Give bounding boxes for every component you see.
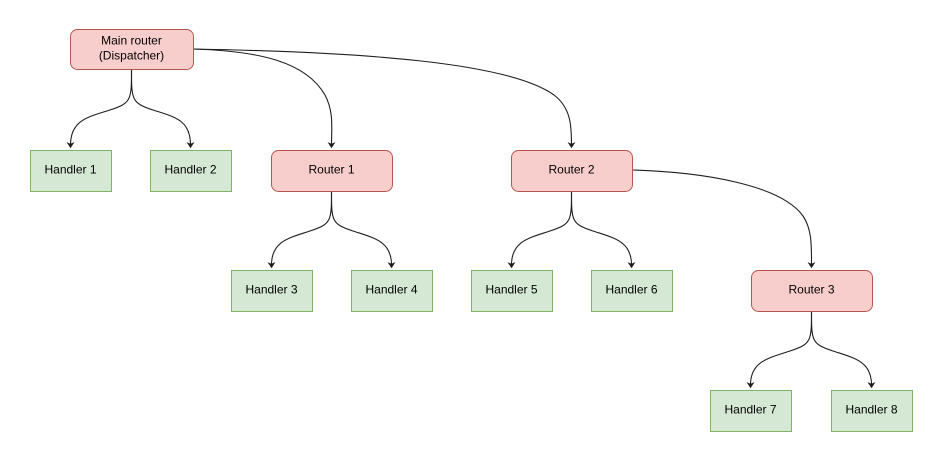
node-shape-router-1[interactable] [271,150,393,192]
edges-layer [66,48,876,389]
node-handler-2[interactable]: Handler 2 [150,150,232,192]
edge-main-router-to-handler-2 [130,68,195,149]
node-router-1[interactable]: Router 1 [271,150,393,192]
node-shape-handler-8[interactable] [831,390,913,432]
node-handler-4[interactable]: Handler 4 [351,270,433,312]
node-shape-handler-5[interactable] [471,270,553,312]
edge-main-router-to-router-2 [192,48,576,149]
edge-router-1-to-handler-4 [330,190,396,269]
edge-main-router-to-router-1 [192,48,336,149]
node-shape-router-2[interactable] [511,150,633,192]
node-shape-handler-2[interactable] [150,150,232,192]
node-router-3[interactable]: Router 3 [751,270,873,312]
node-shape-handler-6[interactable] [591,270,673,312]
node-handler-5[interactable]: Handler 5 [471,270,553,312]
node-handler-6[interactable]: Handler 6 [591,270,673,312]
edge-main-router-to-handler-1 [66,68,133,149]
edge-router-2-to-handler-5 [507,190,573,269]
node-shape-handler-7[interactable] [710,390,792,432]
node-handler-3[interactable]: Handler 3 [231,270,313,312]
node-main-router[interactable]: Main router(Dispatcher) [70,29,194,70]
node-handler-7[interactable]: Handler 7 [710,390,792,432]
node-router-2[interactable]: Router 2 [511,150,633,192]
edge-router-1-to-handler-3 [267,190,333,269]
node-handler-8[interactable]: Handler 8 [831,390,913,432]
node-shape-handler-1[interactable] [30,150,112,192]
edge-router-3-to-handler-7 [746,310,813,389]
node-shape-handler-3[interactable] [231,270,313,312]
edge-router-2-to-router-3 [631,169,816,269]
node-shape-handler-4[interactable] [351,270,433,312]
node-shape-main-router[interactable] [70,29,194,70]
edge-router-3-to-handler-8 [810,310,876,389]
node-handler-1[interactable]: Handler 1 [30,150,112,192]
edge-router-2-to-handler-6 [570,190,636,269]
node-shape-router-3[interactable] [751,270,873,312]
nodes-layer: Main router(Dispatcher) Handler 1 Handler … [30,29,913,432]
